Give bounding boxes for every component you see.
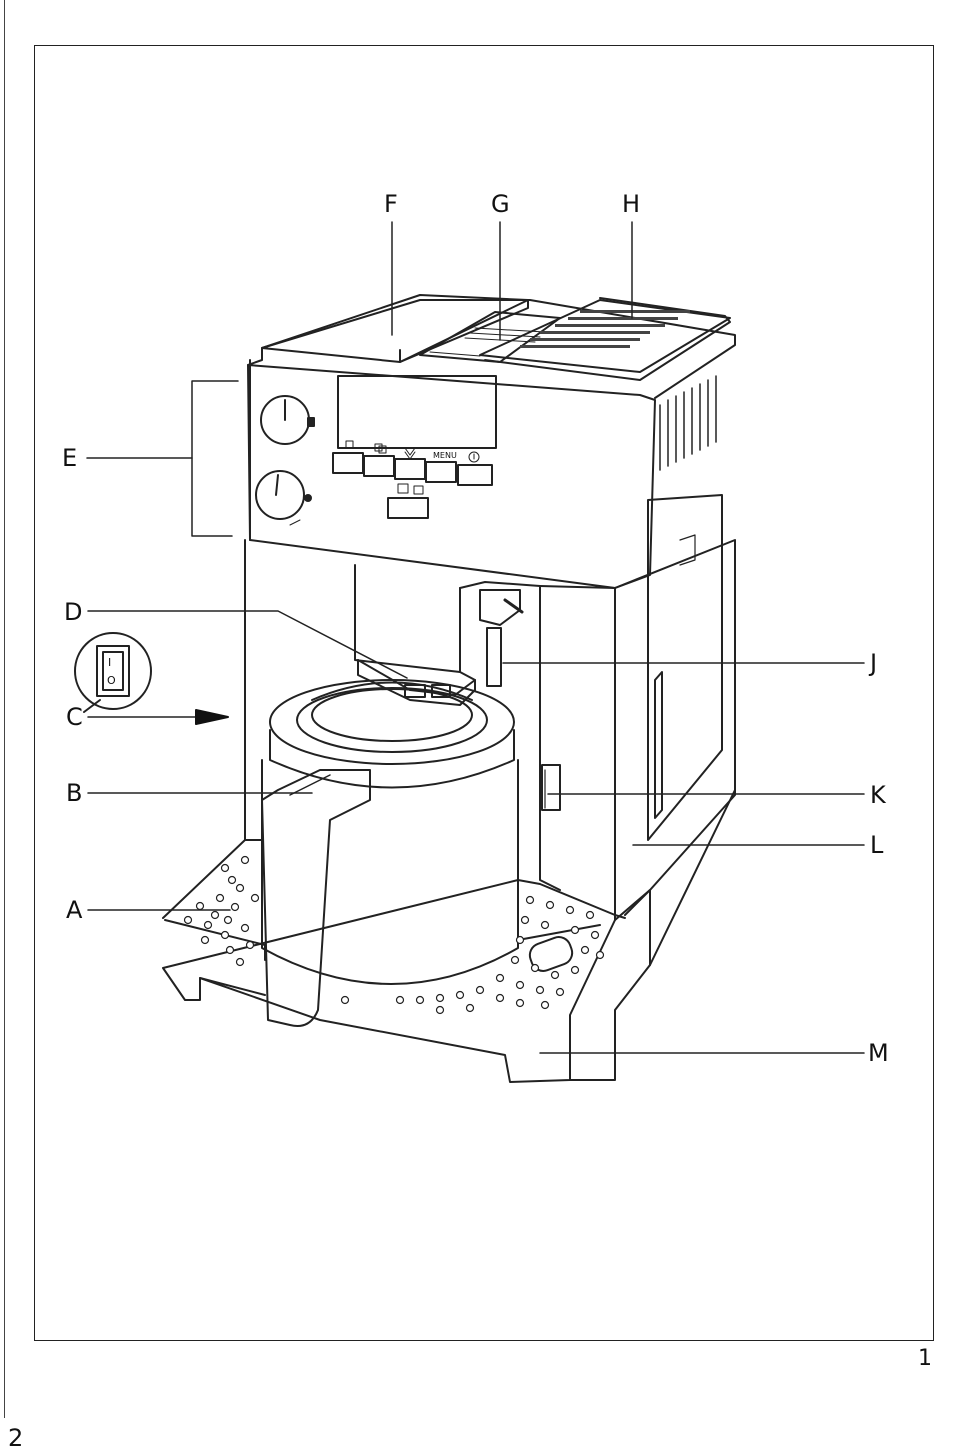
callout-D: D [64,598,82,626]
figure-number: 1 [918,1346,932,1371]
control-panel [247,364,656,589]
callout-A: A [66,896,83,924]
power-switch-inset [74,632,152,713]
water-level-window [654,671,663,819]
callout-K: K [870,781,887,809]
leader-lines [86,221,865,1054]
body-front [244,539,461,841]
callout-J: J [868,649,877,677]
machine-side-panel [614,539,736,916]
cup-warmer-tray [479,299,731,373]
callout-C: C [66,703,83,731]
panel-buttons [332,452,493,519]
callout-L: L [870,831,884,859]
cup-warmer-holes [520,310,690,348]
hot-water-slot [541,764,561,811]
side-vent [659,375,717,471]
callout-G: G [491,190,510,218]
water-tank-side [647,494,723,841]
button-icons [345,440,480,495]
steam-nozzle [479,589,524,687]
switch-on-label: I [108,656,111,669]
figure-frame [34,45,934,1341]
steam-knob [260,395,315,445]
switch-off-label: O [107,674,116,687]
page-edge-line [4,0,5,1418]
callout-H: H [622,190,640,218]
callout-F: F [384,190,398,218]
thermal-carafe [261,679,519,1027]
machine-right-lower [614,587,626,919]
switch-arrow [195,709,229,725]
callout-M: M [868,1039,889,1067]
page-number: 2 [8,1424,24,1452]
drip-tray [162,789,736,1083]
display-screen [337,375,497,449]
callout-B: B [66,779,82,807]
callout-E: E [62,444,77,472]
drip-tray-holes [183,855,605,1015]
grind-knob [255,470,312,526]
menu-label: MENU [433,451,457,460]
